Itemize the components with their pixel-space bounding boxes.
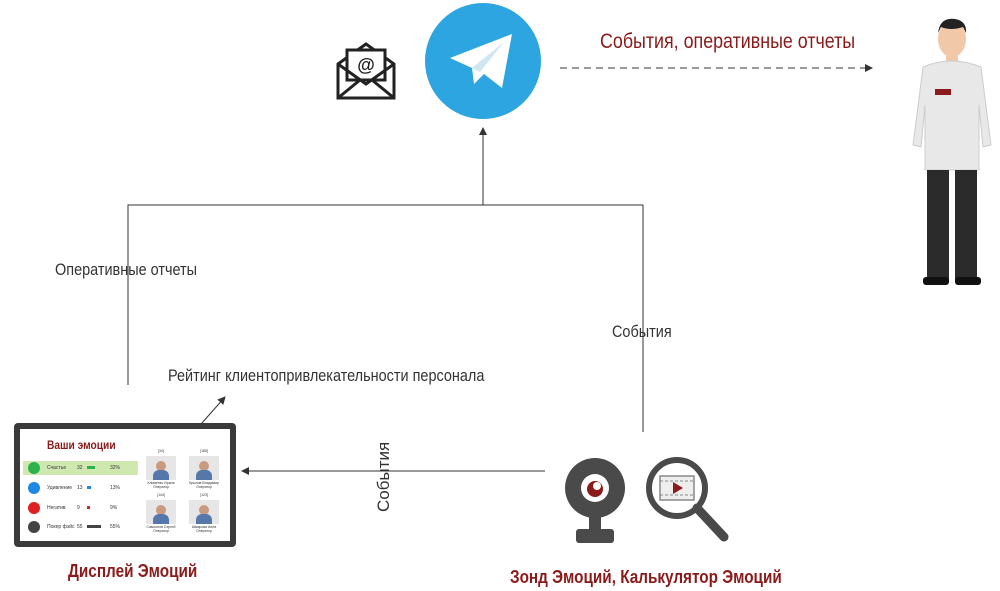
neutral-face-icon [28,521,40,533]
rating-label: Рейтинг клиентопривлекательности персона… [168,366,485,385]
webcam-icon [565,458,625,543]
display-caption: Дисплей Эмоций [68,561,198,581]
employee-icon [912,18,992,285]
telegram-icon [425,3,541,119]
operative-reports-label: Оперативные отчеты [55,260,198,279]
sad-face-icon [28,502,40,514]
video-search-icon [646,457,729,542]
email-icon: @ [336,42,396,100]
svg-text:@: @ [357,55,375,75]
events-label-bottom: События [374,441,393,512]
feedback-lines [127,204,644,432]
display-title: Ваши эмоции [47,438,116,452]
probe-caption: Зонд Эмоций, Калькулятор Эмоций [510,567,782,587]
events-reports-label: События, оперативные отчеты [600,30,856,53]
events-label-right: События [612,322,672,341]
surprised-face-icon [28,482,40,494]
happy-face-icon [28,462,40,474]
